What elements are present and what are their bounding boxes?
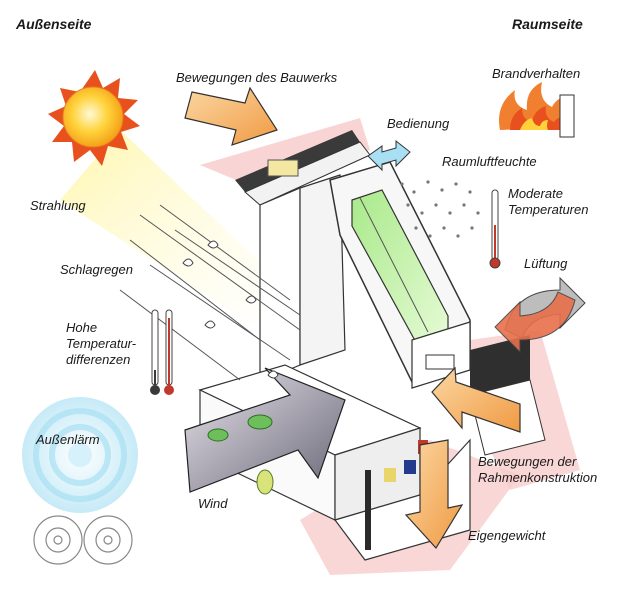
outside-header: Außenseite (16, 16, 92, 32)
wall-color-strip-blue (404, 460, 416, 474)
driving-rain-label: Schlagregen (60, 262, 133, 277)
rain-drops-icon (182, 240, 279, 379)
dead-weight-label: Eigengewicht (468, 528, 546, 543)
high-temp-diff-label: Hohe Temperatur- differenzen (66, 320, 137, 367)
noise-waves-icon (22, 397, 138, 513)
thermometer-icon (489, 189, 501, 269)
glazing-edge (359, 197, 429, 333)
building-movement-arrow (184, 86, 278, 146)
pink-zone-top (200, 118, 370, 190)
inside-header: Raumseite (512, 16, 583, 32)
leaf-icon (247, 414, 273, 430)
wall-color-strip-yellow (384, 468, 396, 482)
building-movement-label: Bewegungen des Bauwerks (176, 70, 338, 85)
flame-icon (499, 82, 575, 138)
leaf-icon (256, 469, 274, 495)
radiation-label: Strahlung (30, 198, 86, 213)
frame-movement-label: Bewegungen der Rahmenkonstruktion (478, 454, 598, 485)
frame-profile-detail (425, 354, 455, 370)
operation-arrow-icon (367, 139, 411, 172)
insulation-block (267, 159, 299, 177)
wheel-icon (33, 515, 133, 565)
outside-noise-label: Außenlärm (36, 432, 100, 447)
wind-arrow-icon (184, 367, 346, 493)
wind-label: Wind (198, 496, 228, 511)
fire-behavior-label: Brandverhalten (492, 66, 581, 81)
leaf-icon (207, 428, 229, 442)
sun-icon (48, 70, 140, 166)
room-humidity-label: Raumluftfeuchte (442, 154, 537, 169)
operation-label: Bedienung (387, 116, 450, 131)
dead-weight-arrow-shape (404, 439, 464, 549)
moderate-temps-label: Moderate Temperaturen (508, 186, 589, 217)
thermometer-pair-icon (150, 309, 174, 395)
wall-dark-strip (365, 470, 371, 550)
interior-wall (470, 335, 530, 395)
humidity-drops-icon (400, 180, 480, 238)
wall-side (299, 174, 346, 366)
rain-streaks (119, 204, 301, 381)
rotation-arrows-icon (494, 276, 586, 354)
ventilation-label: Lüftung (524, 256, 568, 271)
frame-movement-arrow (431, 366, 521, 433)
sun-beam (60, 130, 300, 330)
